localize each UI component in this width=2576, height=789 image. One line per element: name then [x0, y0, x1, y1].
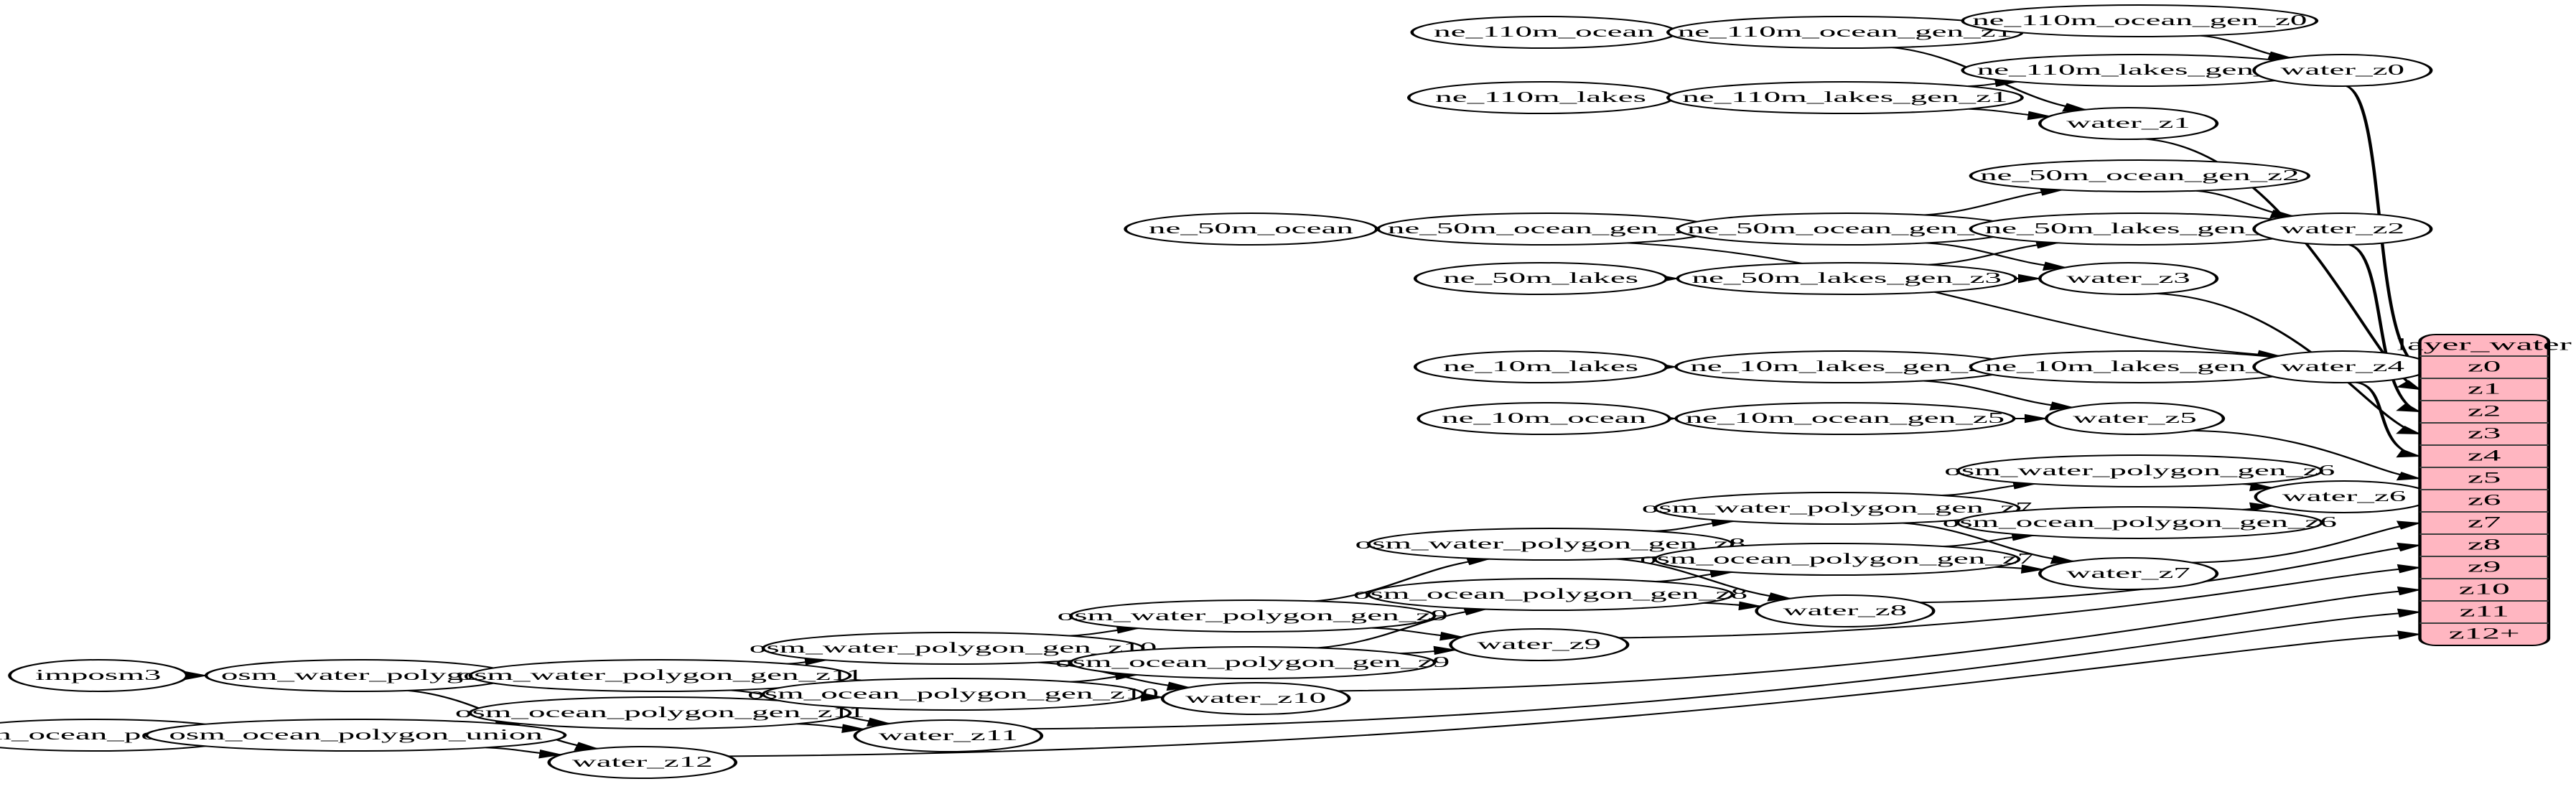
node-ne_50m_ocean_gen_z4[interactable]: ne_50m_ocean_gen_z4	[1376, 213, 1718, 246]
node-ne_50m_ocean_gen_z2[interactable]: ne_50m_ocean_gen_z2	[1969, 159, 2310, 192]
edge-arrowhead	[2024, 414, 2049, 424]
edge-arrowhead	[2397, 542, 2422, 552]
node-water_z9[interactable]: water_z9	[1449, 628, 1630, 661]
edge-ne_10m_lakes_gen_z5--to--water_z5	[1923, 380, 2073, 408]
node-water_z7[interactable]: water_z7	[2038, 557, 2219, 590]
node-water_z0[interactable]: water_z0	[2252, 54, 2433, 87]
node-water_z6[interactable]: water_z6	[2254, 480, 2435, 513]
edge-water_z12--to--layer_water-z12	[728, 633, 2420, 757]
edge-arrowhead	[841, 724, 867, 734]
edge-arrowhead	[2396, 472, 2422, 481]
node-water_z2[interactable]: water_z2	[2252, 213, 2433, 246]
record-node-layer: layer_waterz0z1z2z3z4z5z6z7z8z9z10z11z12…	[2397, 334, 2572, 646]
node-osm_water_polygon_gen_z9[interactable]: osm_water_polygon_gen_z9	[1058, 599, 1448, 632]
edge-water_z10--to--layer_water-z10	[1337, 589, 2420, 692]
node-ne_10m_lakes[interactable]: ne_10m_lakes	[1413, 350, 1669, 383]
node-ne_110m_ocean_gen_z0[interactable]: ne_110m_ocean_gen_z0	[1961, 4, 2319, 37]
record-node-layer-water[interactable]: layer_waterz0z1z2z3z4z5z6z7z8z9z10z11z12…	[2397, 334, 2572, 646]
node-water_z12[interactable]: water_z12	[547, 746, 738, 779]
edge-arrowhead	[1433, 645, 1458, 655]
node-ne_110m_ocean[interactable]: ne_110m_ocean	[1410, 16, 1678, 49]
edge-arrowhead	[2396, 449, 2422, 458]
edge-arrowhead	[2397, 608, 2422, 618]
edge-arrowhead	[2396, 403, 2422, 413]
edge-arrowhead	[2049, 401, 2075, 411]
edge-arrowhead	[1439, 631, 1465, 641]
node-ne_50m_ocean_gen_z3[interactable]: ne_50m_ocean_gen_z3	[1676, 213, 2017, 246]
node-ne_10m_ocean[interactable]: ne_10m_ocean	[1417, 402, 1671, 435]
edge-arrowhead	[1738, 601, 1763, 611]
edge-arrowhead	[538, 749, 564, 759]
edge-water_z11--to--layer_water-z11	[1032, 611, 2420, 730]
edge-arrowhead	[2249, 502, 2274, 512]
node-water_z8[interactable]: water_z8	[1755, 594, 1936, 627]
edge-arrowhead	[1166, 681, 1192, 691]
edge-water_z9--to--layer_water-z9	[1618, 566, 2420, 639]
node-ne_110m_lakes[interactable]: ne_110m_lakes	[1406, 81, 1675, 114]
node-osm_water_polygon_gen_z6[interactable]: osm_water_polygon_gen_z6	[1944, 454, 2335, 487]
node-water_z11[interactable]: water_z11	[853, 719, 1044, 752]
nodes-layer: imposm3 osm_water_polygon osm_ocean_polygo…	[0, 4, 2435, 779]
node-water_z4[interactable]: water_z4	[2252, 350, 2433, 383]
node-water_z5[interactable]: water_z5	[2044, 402, 2226, 435]
node-water_z10[interactable]: water_z10	[1160, 682, 1351, 715]
edge-arrowhead	[2249, 482, 2274, 492]
node-ne_10m_ocean_gen_z5[interactable]: ne_10m_ocean_gen_z5	[1674, 402, 2016, 435]
edge-arrowhead	[2396, 520, 2422, 530]
edge-ne_50m_ocean_gen_z4--to--water_z4	[1627, 242, 2279, 357]
edge-osm_water_polygon_gen_z9--to--osm_water_polygon_gen_z8	[1314, 558, 1490, 602]
edge-arrowhead	[2397, 586, 2422, 596]
edge-water_z8--to--layer_water-z8	[1919, 544, 2420, 604]
node-osm_ocean_polygon_gen_z8[interactable]: osm_ocean_polygon_gen_z8	[1353, 578, 1747, 611]
node-water_z3[interactable]: water_z3	[2038, 262, 2219, 295]
edge-arrowhead	[2020, 564, 2045, 574]
node-water_z1[interactable]: water_z1	[2038, 107, 2219, 140]
node-ne_50m_lakes[interactable]: ne_50m_lakes	[1413, 262, 1669, 295]
node-imposm3[interactable]: imposm3	[8, 659, 189, 692]
edge-arrowhead	[2396, 425, 2422, 435]
node-ne_50m_lakes_gen_z3[interactable]: ne_50m_lakes_gen_z3	[1676, 262, 2017, 295]
edge-arrowhead	[2027, 111, 2052, 121]
node-osm_ocean_polygon_union[interactable]: osm_ocean_polygon_union	[144, 719, 567, 752]
edge-arrowhead	[2017, 274, 2043, 284]
node-ne_110m_lakes_gen_z1[interactable]: ne_110m_lakes_gen_z1	[1666, 81, 2024, 114]
edge-water_z2--to--layer_water-z2	[2348, 244, 2421, 413]
node-ne_10m_lakes_gen_z5[interactable]: ne_10m_lakes_gen_z5	[1674, 350, 2016, 383]
edge-arrowhead	[2042, 261, 2068, 271]
edge-arrowhead	[2397, 564, 2422, 574]
edge-arrowhead	[2396, 380, 2422, 391]
edge-arrowhead	[1141, 692, 1165, 702]
edge-arrowhead	[2397, 630, 2422, 640]
node-osm_water_polygon[interactable]: osm_water_polygon	[204, 659, 514, 692]
edge-osm_water_polygon_gen_z8--to--water_z8	[1615, 558, 1791, 599]
node-ne_50m_ocean[interactable]: ne_50m_ocean	[1124, 213, 1378, 246]
edge-water_z4--to--layer_water-z4	[2355, 381, 2421, 457]
